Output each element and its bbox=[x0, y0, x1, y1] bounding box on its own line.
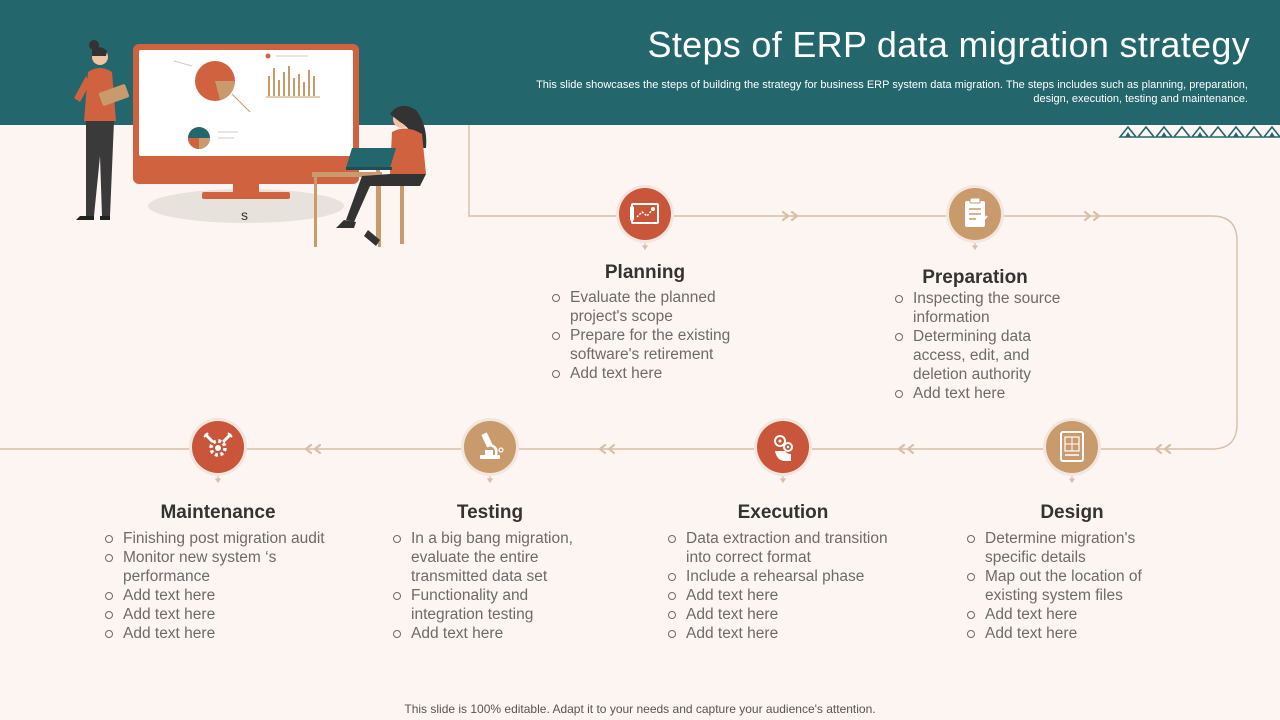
planning-title: Planning bbox=[604, 262, 686, 283]
list-item: Prepare for the existing software's reti… bbox=[552, 326, 752, 364]
list-item: Add text here bbox=[967, 605, 1157, 624]
slide-title: Steps of ERP data migration strategy bbox=[647, 24, 1250, 65]
list-item: Determining data access, edit, and delet… bbox=[895, 327, 1065, 384]
footer-note: This slide is 100% editable. Adapt it to… bbox=[404, 702, 876, 716]
list-item: Map out the location of existing system … bbox=[967, 567, 1157, 605]
list-item: Evaluate the planned project's scope bbox=[552, 288, 752, 326]
list-item: Add text here bbox=[668, 605, 908, 624]
execution-title: Execution bbox=[737, 502, 829, 523]
planning-list: Evaluate the planned project's scope Pre… bbox=[552, 288, 752, 383]
execution-list: Data extraction and transition into corr… bbox=[668, 529, 908, 643]
clipboard-checklist-icon bbox=[965, 197, 988, 227]
list-item: Add text here bbox=[105, 624, 345, 643]
list-item: Add text here bbox=[895, 384, 1065, 403]
execution-step-circle bbox=[757, 421, 809, 473]
list-item: Functionality and integration testing bbox=[393, 586, 593, 624]
microscope-icon bbox=[480, 432, 504, 459]
hand-gears-icon bbox=[774, 435, 793, 461]
slide-subtitle: This slide showcases the steps of buildi… bbox=[536, 79, 1248, 105]
list-item: Data extraction and transition into corr… bbox=[668, 529, 908, 567]
office-people-illustration: s bbox=[74, 40, 427, 247]
gear-tools-icon bbox=[203, 432, 233, 457]
map-blueprint-icon bbox=[630, 203, 659, 224]
list-item: In a big bang migration, evaluate the en… bbox=[393, 529, 593, 586]
list-item: Add text here bbox=[967, 624, 1157, 643]
list-item: Add text here bbox=[668, 624, 908, 643]
maintenance-list: Finishing post migration audit Monitor n… bbox=[105, 529, 345, 643]
blueprint-document-icon bbox=[1060, 431, 1084, 462]
preparation-title: Preparation bbox=[922, 267, 1028, 288]
planning-step-circle bbox=[619, 188, 671, 240]
testing-step-circle bbox=[464, 421, 516, 473]
preparation-list: Inspecting the source information Determ… bbox=[895, 289, 1065, 403]
design-list: Determine migration's specific details M… bbox=[967, 529, 1157, 643]
list-item: Include a rehearsal phase bbox=[668, 567, 908, 586]
list-item: Add text here bbox=[393, 624, 593, 643]
screen-label: s bbox=[241, 207, 248, 223]
preparation-step-circle bbox=[949, 188, 1001, 240]
list-item: Determine migration's specific details bbox=[967, 529, 1157, 567]
maintenance-title: Maintenance bbox=[160, 502, 276, 523]
list-item: Add text here bbox=[105, 586, 345, 605]
maintenance-step-circle bbox=[192, 421, 244, 473]
list-item: Monitor new system ‘s performance bbox=[105, 548, 298, 586]
design-title: Design bbox=[1040, 502, 1104, 523]
list-item: Add text here bbox=[668, 586, 908, 605]
triangle-pattern-decoration bbox=[1118, 125, 1280, 138]
testing-list: In a big bang migration, evaluate the en… bbox=[393, 529, 593, 643]
list-item: Add text here bbox=[105, 605, 345, 624]
list-item: Inspecting the source information bbox=[895, 289, 1065, 327]
testing-title: Testing bbox=[456, 502, 524, 523]
list-item: Add text here bbox=[552, 364, 752, 383]
design-step-circle bbox=[1046, 421, 1098, 473]
list-item: Finishing post migration audit bbox=[105, 529, 345, 548]
